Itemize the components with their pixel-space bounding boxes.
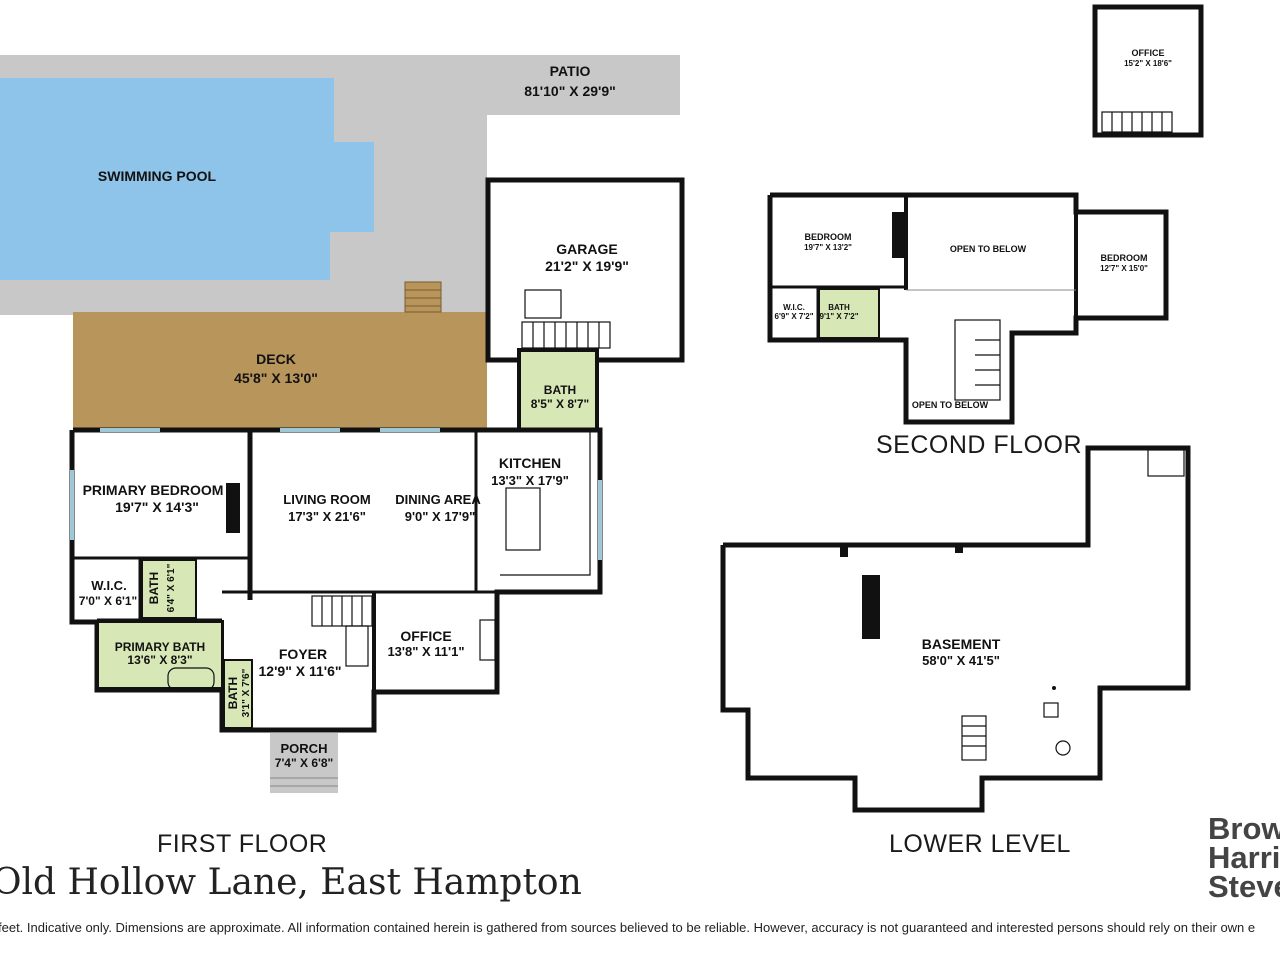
primary-bath-floor (97, 621, 223, 689)
porch-label: PORCH (281, 741, 328, 756)
bedroom3-label: BEDROOM (1101, 253, 1148, 263)
second-floor-title: SECOND FLOOR (876, 431, 1083, 459)
garage-label: GARAGE (556, 241, 617, 257)
bath4-label: BATH (828, 303, 850, 312)
basement-dim: 58'0" X 41'5" (922, 653, 1000, 668)
primary-bath-dim: 13'6" X 8'3" (127, 653, 192, 667)
bath1-floor (517, 348, 599, 432)
garage-dim: 21'2" X 19'9" (545, 258, 629, 274)
dining-dim: 9'0" X 17'9" (405, 509, 476, 524)
bedroom2-dim: 19'7" X 13'2" (804, 243, 852, 252)
property-address: Old Hollow Lane, East Hampton (0, 862, 582, 903)
bedroom2-label: BEDROOM (805, 232, 852, 242)
office1-label: OFFICE (400, 628, 451, 644)
kitchen-label: KITCHEN (499, 455, 561, 471)
kitchen-dim: 13'3" X 17'9" (491, 473, 569, 488)
patio-label: PATIO (550, 63, 591, 79)
foyer-label: FOYER (279, 646, 327, 662)
wic1-label: W.I.C. (91, 578, 126, 593)
office1-dim: 13'8" X 11'1" (387, 644, 464, 659)
bath2-label: BATH (147, 572, 161, 604)
deck-area (73, 312, 487, 430)
bath3-dim: 3'1" X 7'6" (241, 668, 252, 717)
first-floor-title: FIRST FLOOR (157, 830, 328, 858)
basement-label: BASEMENT (922, 636, 1001, 652)
primary-bedroom-label: PRIMARY BEDROOM (83, 482, 224, 498)
wic2-label: W.I.C. (783, 303, 805, 312)
open-below2-label: OPEN TO BELOW (912, 400, 989, 410)
wic2-dim: 6'9" X 7'2" (775, 312, 814, 321)
primary-bath-label: PRIMARY BATH (115, 640, 205, 654)
lower-level-title: LOWER LEVEL (889, 830, 1071, 858)
brand-line-3: Steve (1208, 869, 1280, 904)
bath2-floor (141, 559, 197, 619)
bath4-dim: 9'1" X 7'2" (820, 312, 859, 321)
dining-label: DINING AREA (395, 492, 481, 507)
pool-label: SWIMMING POOL (98, 168, 217, 184)
foyer-dim: 12'9" X 11'6" (259, 663, 342, 679)
basement-stairs (961, 715, 987, 761)
office2-dim: 15'2" X 18'6" (1124, 59, 1172, 68)
porch-area (270, 733, 338, 793)
patio-dim: 81'10" X 29'9" (524, 83, 616, 99)
kitchen-island (505, 487, 541, 551)
brand-line-2: Harri (1208, 840, 1280, 875)
wic1-dim: 7'0" X 6'1" (79, 594, 137, 608)
office2-label: OFFICE (1132, 48, 1165, 58)
bath3-label: BATH (226, 677, 240, 709)
bath1-dim: 8'5" X 8'7" (531, 397, 589, 411)
deck-dim: 45'8" X 13'0" (234, 370, 318, 386)
porch-dim: 7'4" X 6'8" (275, 756, 333, 770)
primary-bedroom-dim: 19'7" X 14'3" (115, 499, 199, 515)
deck-steps (404, 281, 442, 313)
bedroom3-dim: 12'7" X 15'0" (1100, 264, 1148, 273)
bath1-label: BATH (544, 383, 576, 397)
brand-logo: Brow Harri Steve (1208, 811, 1280, 904)
living-room-label: LIVING ROOM (283, 492, 370, 507)
brand-line-1: Brow (1208, 811, 1280, 846)
detached-office-walls (1092, 4, 1204, 138)
disclaimer-text: feet. Indicative only. Dimensions are ap… (0, 920, 1256, 935)
living-room-dim: 17'3" X 21'6" (288, 509, 366, 524)
open-below1-label: OPEN TO BELOW (950, 244, 1027, 254)
basement-walls (720, 445, 1191, 813)
deck-label: DECK (256, 351, 296, 367)
bath2-dim: 6'4" X 6'1" (166, 563, 177, 612)
bath3-floor (223, 659, 253, 729)
swimming-pool (0, 78, 374, 280)
bath4-floor (818, 288, 880, 339)
